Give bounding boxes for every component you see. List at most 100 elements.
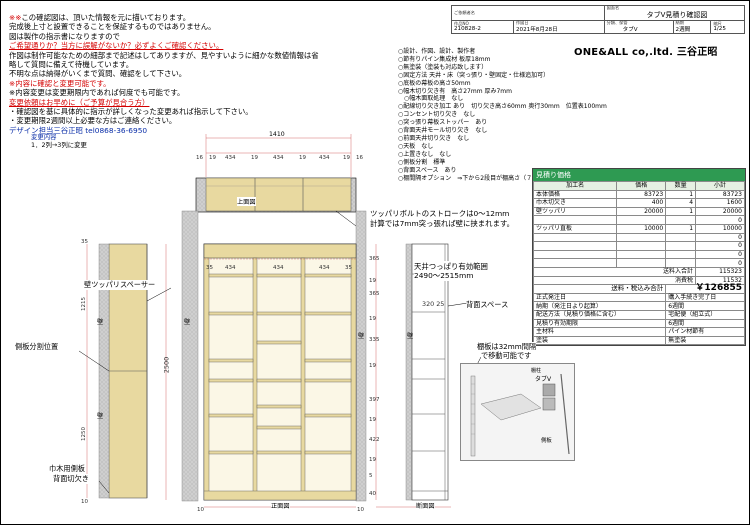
section-view xyxy=(375,243,451,508)
note-line: ※内容に確認と変更可能です。 xyxy=(9,78,111,88)
section-dim: 40 xyxy=(369,491,376,497)
customer-label: ご依頼者名 xyxy=(454,10,475,15)
side-board-label: 側板 xyxy=(541,438,552,444)
spec-line: ○上置きなし なし xyxy=(398,150,452,158)
left-dim: 1250 xyxy=(81,427,87,441)
top-dim: 19 xyxy=(251,155,258,161)
changes-block: 変更内容 1．2列→3列に変更 xyxy=(31,133,87,149)
width-total: 1410 xyxy=(269,131,285,138)
drawing-label: 図面名 xyxy=(606,5,620,10)
top-dim: 19 xyxy=(299,155,306,161)
ceiling-note-2: 2490～2515mm xyxy=(414,270,474,281)
spec-block: ○設計、作図、設計、製作者 ○節有りパイン集成材 板厚18mm ○無塗装（塗装も… xyxy=(398,48,748,182)
type-value: タブV xyxy=(622,27,638,33)
left-dim: 10 xyxy=(81,499,88,505)
dowel-label: 棚柱 xyxy=(531,368,542,374)
side-label-back-cut: 背面切欠き xyxy=(53,474,89,484)
note-line: ・確認図を基に具体的に指示が詳しくなった変更あれば指示して下さい。 xyxy=(9,107,253,117)
mid-dim: 434 xyxy=(273,265,284,271)
price-title: 見積り価格 xyxy=(533,169,745,181)
changes-title: 変更内容 xyxy=(31,133,57,141)
section-dim: 397 xyxy=(369,397,380,403)
top-dim: 16 xyxy=(196,155,203,161)
top-dim: 434 xyxy=(319,155,330,161)
spec-line: ○固定方法 天井・床（突っ張り・壁固定・仕様追加可） xyxy=(398,71,550,79)
note-line: ※内容変更は変更期限内であれば何度でも可能です。 xyxy=(9,88,185,98)
top-view xyxy=(195,134,357,213)
changes-item: 1．2列→3列に変更 xyxy=(31,141,87,149)
left-dim: 1215 xyxy=(81,297,87,311)
spec-line: ○背面天井モール切り欠き なし xyxy=(398,127,488,135)
company-name: ONE&ALL co,.ltd. 三谷正昭 xyxy=(574,47,718,58)
spec-line: ○幅木切り欠き有 高さ27mm 厚み7mm xyxy=(398,87,512,95)
section-dim: 335 xyxy=(369,337,380,343)
note-line: 不明な点は納得がいくまで質問、確認をして下さい。 xyxy=(9,69,187,79)
front-view xyxy=(165,210,367,508)
section-dim: 19 xyxy=(369,278,376,284)
sakuhin-label: 作品NO xyxy=(454,21,469,26)
shelf-note-2: で移動可能です xyxy=(481,351,532,361)
top-view-label: 上面図 xyxy=(237,197,256,206)
finish-label: 塗装 xyxy=(532,335,667,346)
note-line: 略して質問に備えて待機しています。 xyxy=(9,60,134,70)
type-label: 分類、保管 xyxy=(606,20,628,25)
shelf-note-1: 棚板は32mm間隔 xyxy=(477,342,537,352)
date-value: 2021年8月28日 xyxy=(515,27,558,33)
wall-label: 壁 xyxy=(358,333,365,340)
section-dim: 365 xyxy=(369,256,380,262)
section-dim: 19 xyxy=(369,363,376,369)
period-label: 納期 xyxy=(675,20,684,25)
left-dim: 35 xyxy=(81,239,88,245)
section-dim: 19 xyxy=(369,457,376,463)
shelf-support-sketch xyxy=(470,373,570,457)
spec-line: ○背面スペース あり xyxy=(398,166,457,174)
spec-line: ○前面天井切り欠き なし xyxy=(398,134,470,142)
note-line: この確認図は、頂いた情報を元に描いております。 xyxy=(21,13,191,22)
top-dim: 434 xyxy=(225,155,236,161)
spec-head: ○設計、作図、設計、製作者 xyxy=(398,48,476,55)
mid-dim: 35 xyxy=(206,265,213,271)
note-line: 完成後上寸と設置できることを保証するものではありません。 xyxy=(9,22,216,32)
mid-dim: 434 xyxy=(319,265,330,271)
front-view-label: 正面図 xyxy=(271,501,290,510)
back-space-label: 背面スペース xyxy=(466,300,509,310)
spec-line: ○節有りパイン集成材 板厚18mm xyxy=(398,55,491,63)
bottom-dim: 10 xyxy=(197,507,204,513)
shelf-support-illustration: 棚柱 タブV 側板 xyxy=(460,363,575,461)
spec-line: ○配線切り欠き加工 あり 切り欠き高さ60mm 奥行30mm 位置表100mm xyxy=(398,103,607,111)
note-line: ・変更期限2週間以上必要な方はご連絡ください。 xyxy=(9,116,177,126)
finish-value: 無塗装 xyxy=(665,335,745,346)
spec-line: ○幅木面取処理 なし xyxy=(398,95,464,103)
tabv-label: タブV xyxy=(535,376,552,383)
side-label-spacer: 壁ツッパリスペーサー xyxy=(84,280,156,290)
spec-line: ○底板の幕板の高さ50mm xyxy=(398,79,471,87)
scale-label: 縮尺 xyxy=(713,21,722,26)
mid-dim: 434 xyxy=(225,265,236,271)
notes-mark: ※※ xyxy=(9,13,22,22)
section-dim: 19 xyxy=(369,417,376,423)
drawing-name: タブV見積り確認図 xyxy=(646,11,708,19)
side-label-split: 側板分割位置 xyxy=(15,342,59,352)
mid-dim: 35 xyxy=(345,265,352,271)
note-line: 図は製作の指示書になりますので xyxy=(9,31,120,41)
wall-label: 壁 xyxy=(184,319,191,326)
date-label: 作図日 xyxy=(515,20,529,25)
spec-line: ○側板分割 標準 xyxy=(398,158,446,166)
height-2500: 2500 xyxy=(162,356,171,374)
spec-line: ○棚間隔オプション ⇒下から2段目が棚高さ（７２０）と一体にしていただきました。 xyxy=(398,174,634,182)
note-line: 作図は制作可能なための細部まで記述はしてありますが、見やすいように細かな数値情報… xyxy=(9,50,319,60)
ceiling-note-1: 天井つっぱり有効範囲 xyxy=(414,261,488,272)
top-dim: 19 xyxy=(343,155,350,161)
note-line-warning: 変更依頼はお早めに（ご予算が見合う方） xyxy=(9,97,150,107)
top-dim: 19 xyxy=(209,155,216,161)
designer-contact: デザイン担当三谷正昭 tel0868-36-6950 xyxy=(9,125,148,135)
spec-line: ○無塗装（塗装も対応致します） xyxy=(398,63,488,71)
sakuhin-no: 210828-2 xyxy=(454,26,481,32)
top-dim: 16 xyxy=(356,155,363,161)
bolt-note-2: 計算では7mm突っ張れば壁に挟まれます。 xyxy=(370,219,515,228)
section-dim: 422 xyxy=(369,437,380,443)
